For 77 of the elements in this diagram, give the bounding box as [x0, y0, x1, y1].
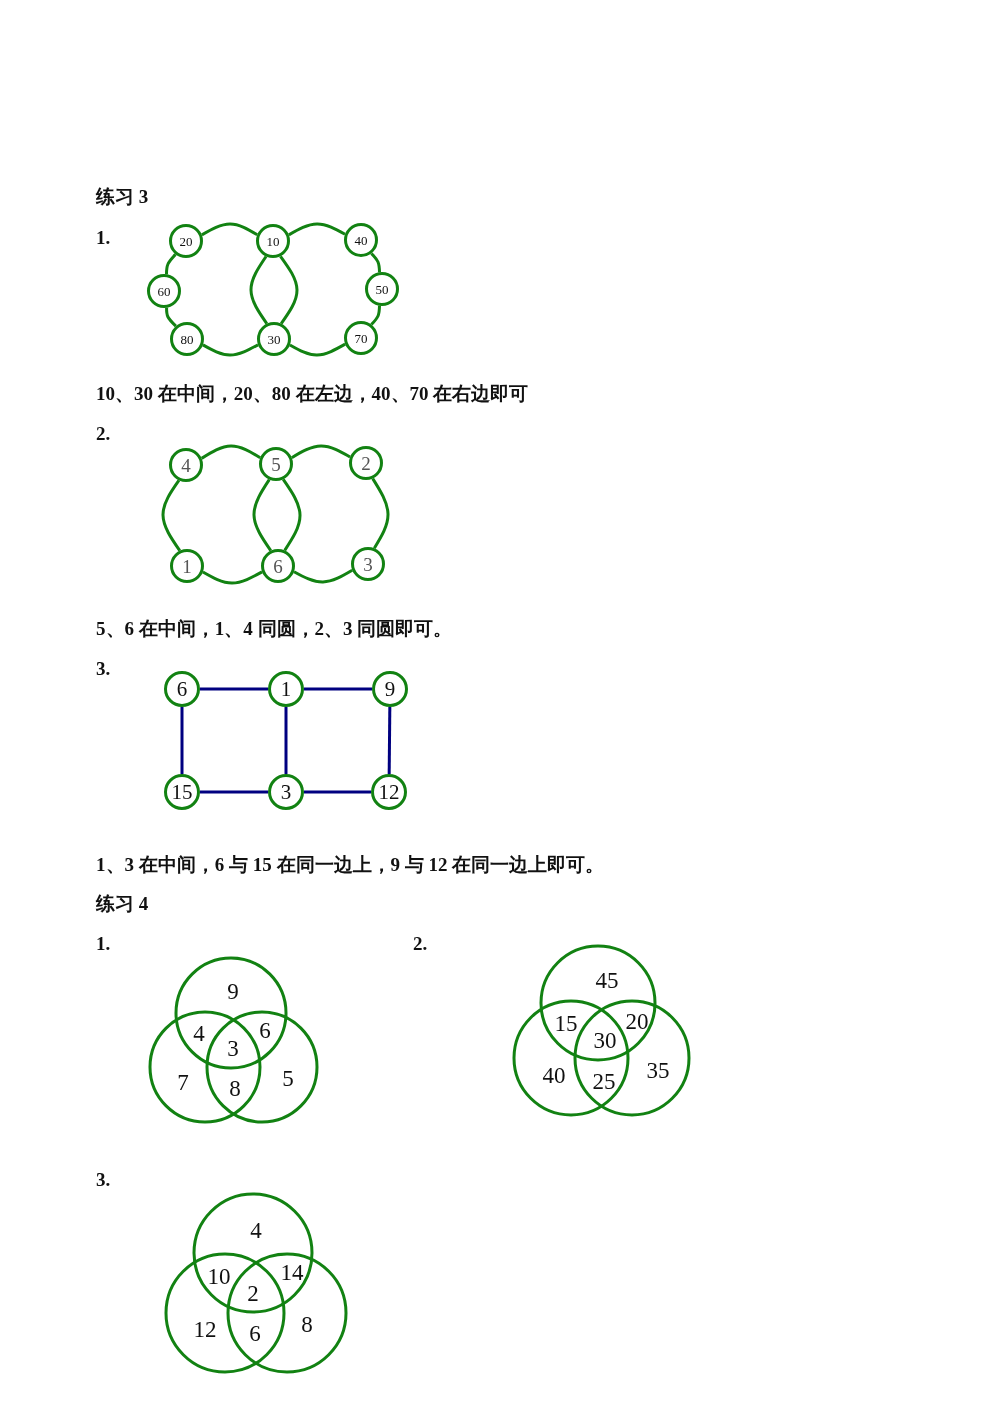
text-label: 1.	[96, 933, 111, 953]
region-number: 4	[193, 1021, 205, 1045]
text-label: 2.	[413, 933, 428, 953]
number-circle: 2	[349, 446, 383, 480]
arc-line	[165, 253, 177, 275]
number-circle: 3	[351, 547, 385, 581]
arc-line	[289, 342, 346, 357]
number-circle: 3	[268, 774, 304, 810]
region-number: 45	[595, 968, 619, 992]
number-circle: 70	[344, 321, 378, 355]
number-circle: 15	[164, 774, 200, 810]
arc-line	[291, 444, 351, 459]
arc-line	[279, 255, 299, 325]
connector-line	[304, 790, 371, 794]
arc-line	[371, 477, 390, 549]
text-label: 5、6 在中间，1、4 同圆，2、3 同圆即可。	[96, 618, 453, 638]
region-number: 40	[542, 1063, 566, 1087]
region-number: 25	[592, 1069, 616, 1093]
connector-line	[200, 687, 268, 691]
arc-line	[252, 478, 272, 552]
arc-line	[293, 569, 353, 584]
number-circle: 1	[170, 549, 204, 583]
text-label: 1、3 在中间，6 与 15 在同一边上，9 与 12 在同一边上即可。	[96, 854, 605, 874]
number-circle: 80	[170, 322, 204, 356]
arc-line	[282, 478, 302, 552]
number-circle: 50	[365, 272, 399, 306]
region-number: 6	[249, 1321, 261, 1345]
connector-line	[387, 707, 392, 774]
arc-line	[288, 222, 346, 237]
number-circle: 10	[256, 224, 290, 258]
number-circle: 40	[344, 223, 378, 257]
arc-line	[200, 444, 261, 460]
arc-line	[202, 570, 263, 585]
arc-line	[165, 307, 177, 328]
region-number: 2	[247, 1281, 259, 1305]
arc-line	[202, 343, 259, 357]
number-circle: 5	[259, 447, 293, 481]
region-number: 6	[259, 1018, 271, 1042]
arc-line	[370, 252, 381, 273]
region-number: 5	[282, 1066, 294, 1090]
region-number: 15	[554, 1011, 578, 1035]
region-number: 14	[280, 1260, 304, 1284]
arc-line	[249, 255, 268, 325]
connector-line	[180, 707, 184, 774]
text-label: 3.	[96, 1169, 111, 1189]
text-label: 练习 4	[96, 893, 149, 913]
number-circle: 4	[169, 448, 203, 482]
text-label: 练习 3	[96, 186, 149, 206]
region-number: 9	[227, 979, 239, 1003]
region-number: 35	[646, 1058, 670, 1082]
number-circle: 20	[169, 224, 203, 258]
region-number: 3	[227, 1036, 239, 1060]
number-circle: 6	[164, 671, 200, 707]
text-label: 1.	[96, 227, 111, 247]
region-number: 7	[177, 1070, 189, 1094]
text-label: 3.	[96, 658, 111, 678]
number-circle: 6	[261, 549, 295, 583]
number-circle: 9	[372, 671, 408, 707]
text-label: 10、30 在中间，20、80 在左边，40、70 在右边即可	[96, 383, 529, 403]
region-number: 12	[193, 1317, 217, 1341]
number-circle: 12	[371, 774, 407, 810]
connector-line	[284, 707, 288, 774]
number-circle: 60	[147, 274, 181, 308]
text-label: 2.	[96, 423, 111, 443]
region-number: 8	[301, 1312, 313, 1336]
number-circle: 30	[257, 322, 291, 356]
region-number: 10	[207, 1264, 231, 1288]
connector-line	[200, 790, 268, 794]
arc-line	[201, 222, 258, 237]
connector-line	[304, 687, 372, 691]
arc-line	[161, 479, 181, 552]
region-number: 8	[229, 1076, 241, 1100]
number-circle: 1	[268, 671, 304, 707]
region-number: 30	[593, 1028, 617, 1052]
arc-line	[370, 305, 381, 326]
region-number: 20	[625, 1009, 649, 1033]
region-number: 4	[250, 1218, 262, 1242]
